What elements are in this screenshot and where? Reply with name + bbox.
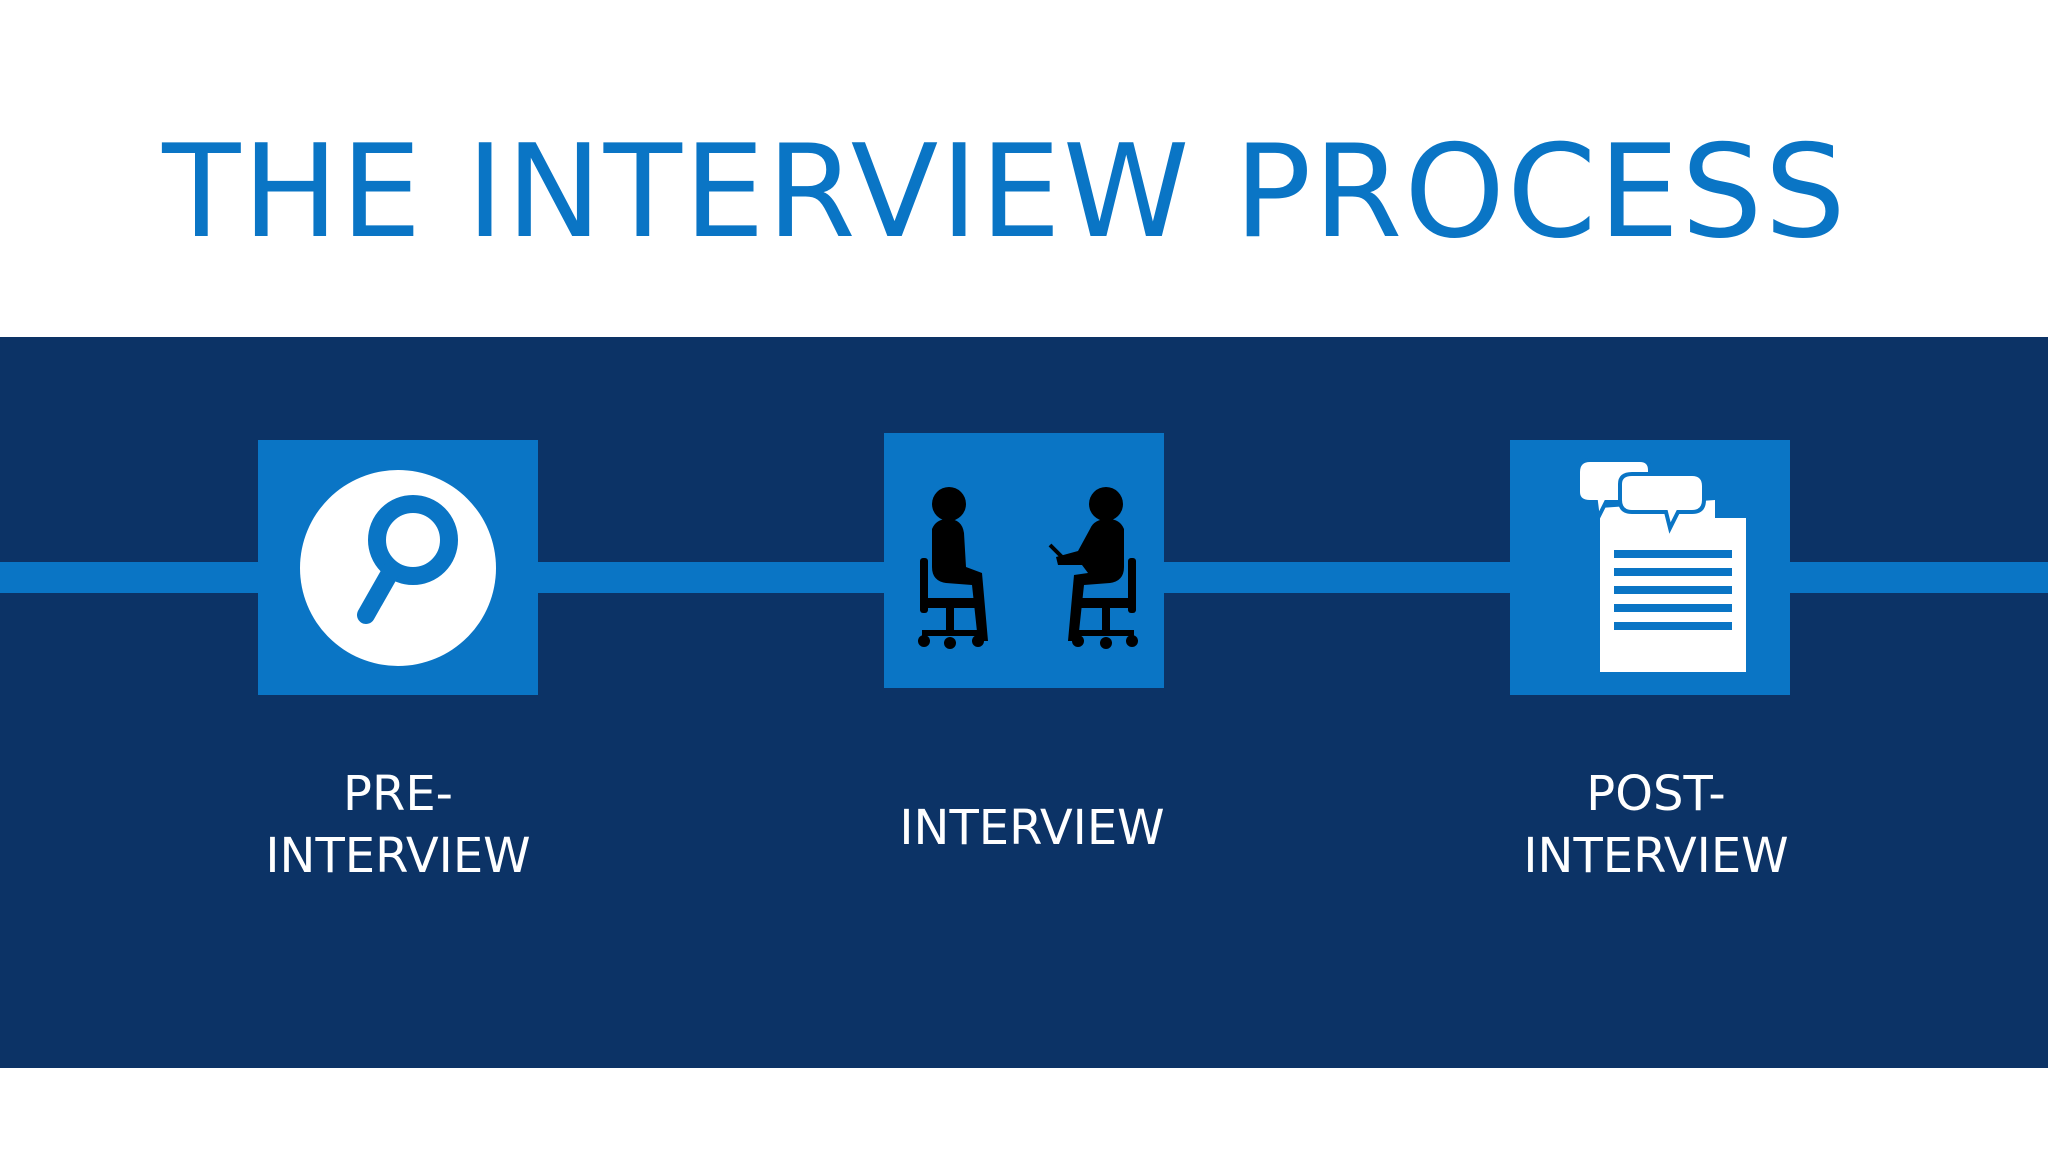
step-interview-label: INTERVIEW [899,800,1165,856]
page-title: THE INTERVIEW PROCESS [162,118,1848,267]
document-feedback-icon [1576,458,1746,672]
magnifier-icon [300,470,496,666]
process-band: PRE- INTERVIEW INTERVIEW [0,337,2048,1068]
step-interview-box [884,433,1164,688]
step-pre-interview-box [258,440,538,695]
interview-people-icon [918,487,1138,649]
step-pre-interview-label: PRE- INTERVIEW [265,766,531,884]
step-post-interview-label: POST- INTERVIEW [1523,766,1789,884]
step-post-interview-box [1510,440,1790,695]
